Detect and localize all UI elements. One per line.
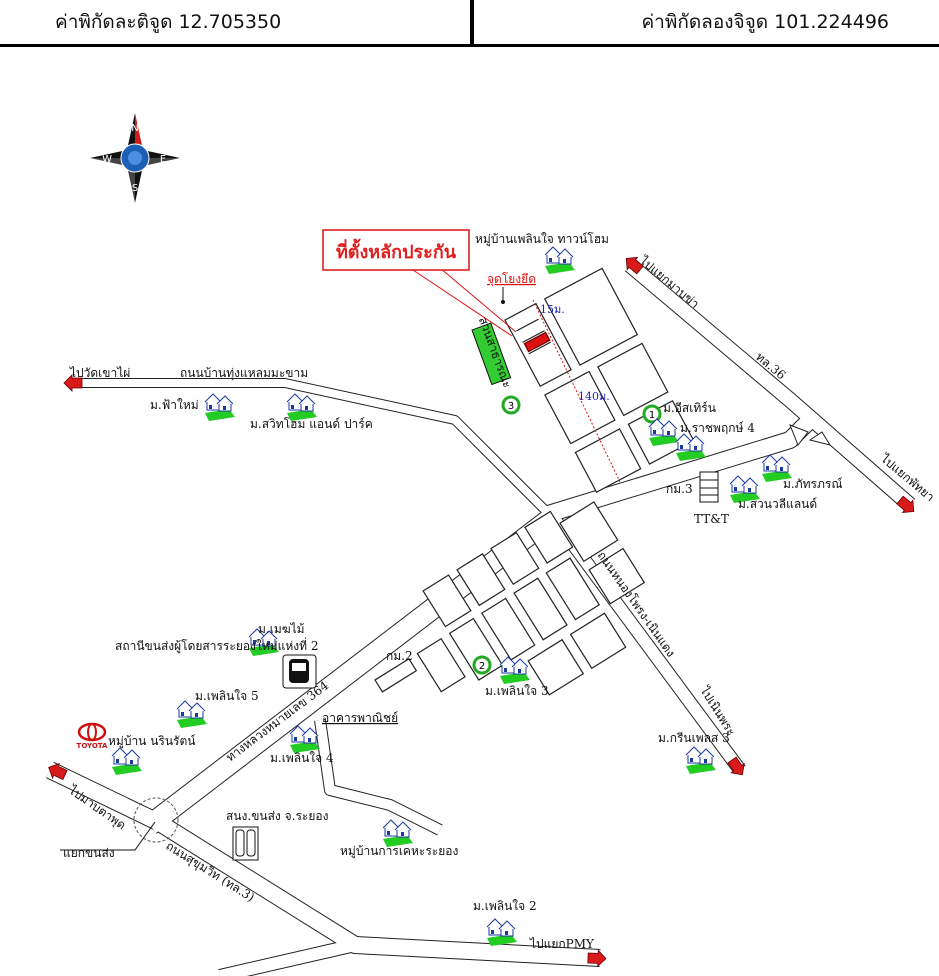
label-narinrat: หมู่บ้าน นรินรัตน์ [108, 734, 196, 749]
park: สวนสาธารณะ [471, 315, 514, 390]
compass-west: W [102, 154, 112, 165]
house-icon [176, 700, 208, 729]
compass-north: N [131, 123, 138, 134]
collateral-callout: ที่ตั้งหลักประกัน [322, 229, 517, 337]
label-plernjai5: ม.เพลินใจ 5 [195, 689, 259, 703]
label-phattharaphon: ม.ภัทรภรณ์ [783, 477, 842, 491]
label-fa-mai: ม.ฟ้าใหม่ [150, 398, 199, 412]
label-to-pmy: ไปแยกPMY [529, 937, 595, 951]
compass-south: S [132, 183, 138, 194]
svg-text:TOYOTA: TOYOTA [77, 742, 108, 750]
svg-text:2: 2 [479, 661, 485, 672]
label-plernjai4: ม.เพลินใจ 4 [270, 751, 334, 765]
house-icon [111, 747, 143, 776]
toyota-logo: TOYOTA [77, 722, 108, 750]
svg-text:3: 3 [508, 401, 514, 412]
label-bus-station: สถานีขนส่งผู้โดยสารระยองใหม่แห่งที่ 2 [115, 637, 318, 654]
building-icon [699, 471, 719, 503]
svg-text:1: 1 [649, 410, 655, 421]
label-kheha: หมู่บ้านการเคหะระยอง [340, 844, 458, 859]
callout-title: ที่ตั้งหลักประกัน [336, 238, 457, 263]
label-km2: กม.2 [386, 649, 413, 663]
house-icon [486, 918, 518, 947]
reference-point-label: จุดโยงยึด [487, 272, 536, 287]
house-icon [499, 656, 531, 685]
label-mekmai: ม.เมฆไม้ [258, 622, 305, 636]
compass-east: E [160, 154, 166, 165]
latitude-label: ค่าพิกัดละติจูด 12.705350 [55, 11, 282, 33]
marker-3: 3 [501, 395, 521, 415]
leader-line [60, 821, 156, 851]
label-km3: กม.3 [666, 482, 693, 496]
label-plernjai3: ม.เพลินใจ 3 [485, 684, 549, 698]
label-commercial: อาคารพาณิชย์ [322, 711, 398, 725]
bus-icon [282, 654, 317, 689]
label-suanwilly: ม.สวนวลีแลนด์ [738, 497, 817, 511]
house-icon [382, 819, 414, 848]
coordinates-header: ค่าพิกัดละติจูด 12.705350 ค่าพิกัดลองจิจ… [0, 0, 939, 47]
junction-circle [133, 797, 179, 843]
label-plernjai-townhome: หมู่บ้านเพลินใจ ทาวน์โฮม [475, 232, 609, 247]
label-khon-song-junction: แยกขนส่ง [63, 846, 115, 860]
longitude-label: ค่าพิกัดลองจิจูด 101.224496 [470, 0, 939, 44]
label-ratchaphruek4: ม.ราชพฤกษ์ 4 [680, 421, 755, 435]
house-icon [544, 246, 576, 275]
label-thung-laem-road: ถนนบ้านทุ่งแหลมมะขาม [180, 366, 308, 381]
label-ttt: TT&T [694, 512, 729, 526]
marker-1: 1 [642, 404, 662, 424]
collateral-plot [523, 331, 551, 353]
label-transport-office: สนง.ขนส่ง จ.ระยอง [226, 809, 328, 823]
label-swift-home: ม.สวิทโฮม แอนด์ ปาร์ค [250, 417, 373, 431]
distance-140m: 140ม. [578, 390, 610, 403]
distance-line [532, 299, 621, 483]
roads [46, 258, 916, 976]
marker-2: 2 [472, 655, 492, 675]
house-icon [685, 746, 717, 775]
label-eastern: ม.อีสเทิร์น [663, 401, 716, 415]
compass-rose-icon: N S E W [90, 113, 180, 203]
label-green-place3: ม.กรีนเพลส 3 [658, 731, 730, 745]
label-to-wat-khao-mai: ไปวัดเขาไผ่ [69, 366, 130, 380]
label-plernjai2: ม.เพลินใจ 2 [473, 899, 537, 913]
house-icon [204, 393, 236, 422]
car-park-icon [232, 826, 259, 861]
distance-15m: 15ม. [540, 303, 565, 316]
